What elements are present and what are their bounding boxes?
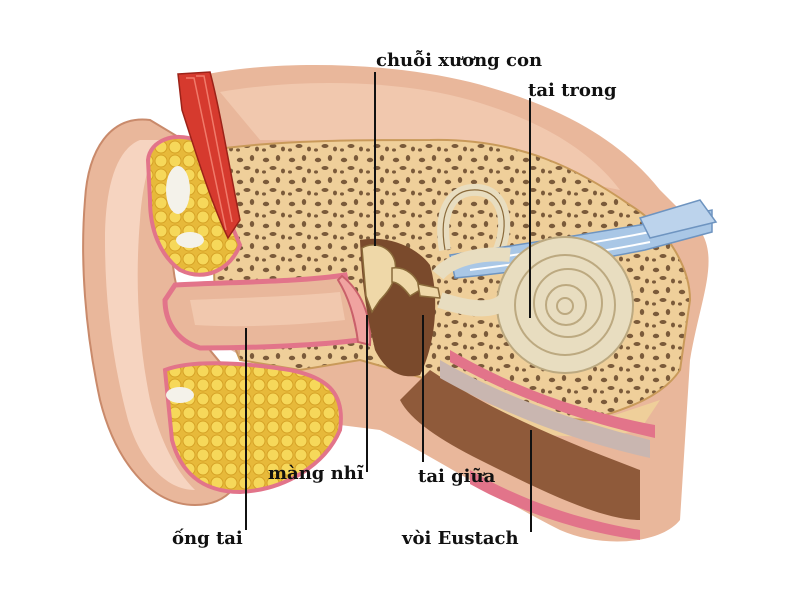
eustachian-tube-band xyxy=(400,350,655,540)
eardrum xyxy=(336,274,372,347)
temporal-muscle xyxy=(177,71,241,240)
label-middle-ear: tai giữa xyxy=(418,466,496,487)
label-ossicles: chuỗi xương con xyxy=(376,50,543,71)
leader-lines xyxy=(245,72,532,532)
label-eardrum: màng nhĩ xyxy=(268,463,364,484)
ear-canal xyxy=(162,272,364,351)
label-ear-canal: ống tai xyxy=(172,528,243,549)
fat-tissue xyxy=(145,134,343,495)
label-eustachian-tube: vòi Eustach xyxy=(402,528,519,549)
label-inner-ear: tai trong xyxy=(528,80,617,101)
ossicles xyxy=(361,244,441,314)
semicircular-canals xyxy=(437,183,511,255)
